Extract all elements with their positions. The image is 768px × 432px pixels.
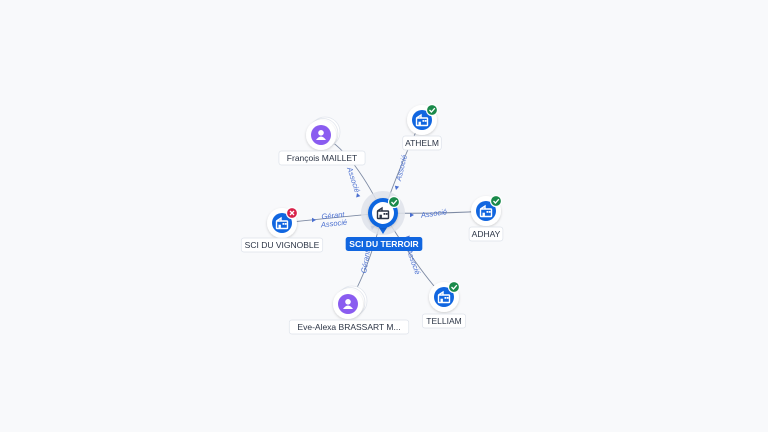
edge-label: Associé <box>404 247 422 276</box>
node-brassart[interactable]: Eve-Alexa BRASSART M... <box>288 285 410 335</box>
status-active-icon <box>387 195 401 209</box>
node-maillet[interactable]: François MAILLET <box>278 116 366 166</box>
node-label: François MAILLET <box>287 153 357 163</box>
node-label-box <box>278 150 366 166</box>
node-vignoble[interactable]: SCI DU VIGNOBLE <box>240 206 324 253</box>
edge-label: Associé <box>345 165 362 194</box>
center-node-label: SCI DU TERROIR <box>349 239 418 249</box>
status-active-icon <box>425 103 439 117</box>
node-label: ATHELM <box>405 138 439 148</box>
status-active-icon <box>489 194 503 208</box>
status-closed-icon <box>285 206 299 220</box>
node-athelm[interactable]: ATHELM <box>402 103 442 151</box>
edge-arrow-icon <box>312 217 316 223</box>
node-label-box <box>402 135 442 151</box>
node-label-box <box>288 319 410 335</box>
building-icon <box>275 216 289 230</box>
node-label: ADHAY <box>472 229 501 239</box>
edge-arrow-icon <box>394 185 400 190</box>
node-label-box <box>421 313 467 329</box>
node-label-box <box>345 237 423 251</box>
edge-arrow-icon <box>410 212 414 218</box>
edge-label: Gérant <box>359 249 372 274</box>
edge-arrow-icon <box>356 193 361 198</box>
nodes-layer: François MAILLET ATHELM ADHAY TELLIAM Eve-Al… <box>240 103 504 335</box>
node-label: TELLIAM <box>426 316 461 326</box>
building-icon <box>437 290 451 304</box>
building-icon <box>479 204 493 218</box>
status-active-icon <box>447 280 461 294</box>
edge-label: Associé <box>319 218 347 230</box>
node-adhay[interactable]: ADHAY <box>468 194 504 242</box>
node-label: Eve-Alexa BRASSART M... <box>297 322 400 332</box>
edge-label: Associé <box>419 207 447 220</box>
node-label-box <box>468 226 504 242</box>
person-icon <box>316 130 326 140</box>
node-telliam[interactable]: TELLIAM <box>421 280 467 329</box>
building-icon <box>376 206 390 220</box>
edge-label: Associé <box>394 154 409 183</box>
person-icon <box>343 299 353 309</box>
center-node[interactable]: SCI DU TERROIR <box>345 191 423 251</box>
building-icon <box>415 113 429 127</box>
node-label: SCI DU VIGNOBLE <box>245 240 320 250</box>
node-label-box <box>240 237 324 253</box>
edge-label: Gérant <box>321 210 346 221</box>
